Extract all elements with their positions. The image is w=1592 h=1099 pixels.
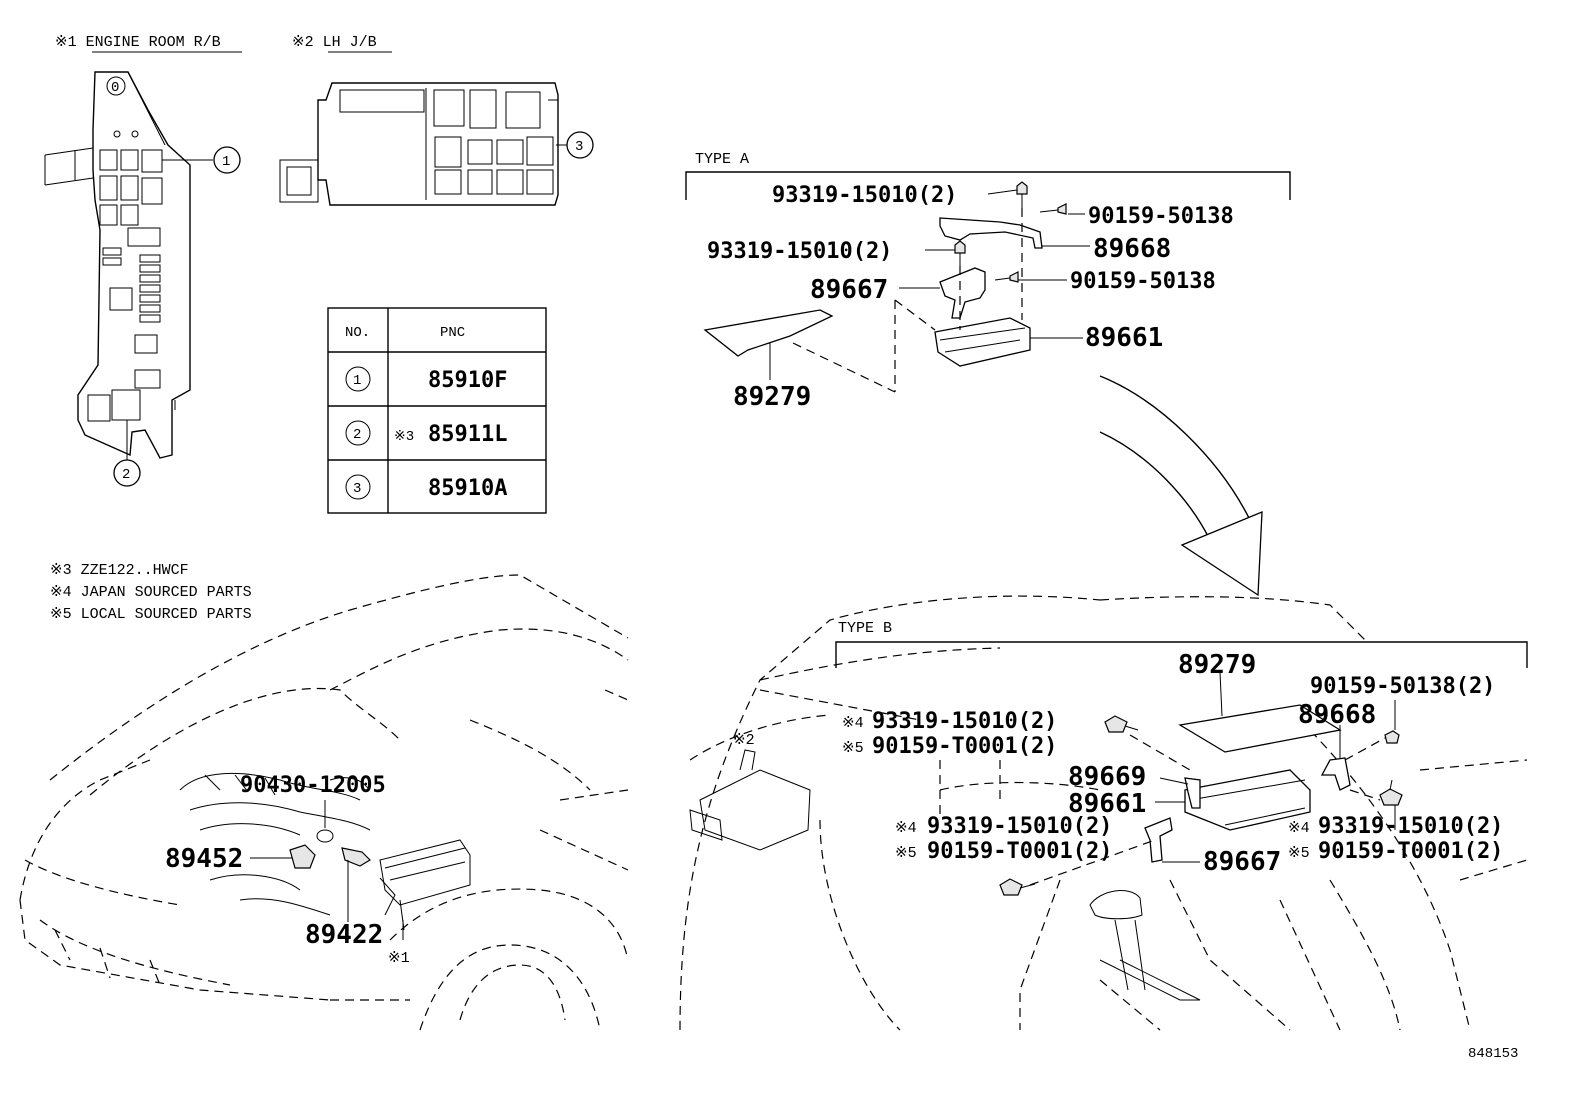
engine-room-relay-block: 0 1 2	[44, 71, 241, 487]
callout-1: 1	[222, 154, 230, 170]
type-b-part-93319-right: 93319-15010(2)	[1318, 814, 1503, 839]
table-row-1-no: 1	[353, 373, 361, 389]
pnc-table: NO. PNC 1 85910F 2 ※3 85911L 3 85910A	[327, 307, 547, 514]
type-b-prefix-4-right: ※4	[1288, 820, 1310, 837]
engine-room-view: 90430-12005 89452 89422 ※1	[19, 574, 629, 1031]
table-row-2-pnc: 85911L	[428, 422, 507, 447]
footnote-lh-jb: ※2 LH J/B	[292, 34, 377, 51]
type-b-part-90159-t0001-mid: 90159-T0001(2)	[927, 839, 1112, 864]
type-a-part-90159-upper: 90159-50138	[1088, 204, 1234, 229]
footnote-japan-sourced: ※4 JAPAN SOURCED PARTS	[50, 584, 252, 601]
curved-arrow-icon	[1099, 375, 1263, 597]
table-row-3-no: 3	[353, 481, 361, 497]
type-b-label: TYPE B	[838, 620, 892, 637]
callout-3: 3	[575, 139, 583, 155]
engine-part-90430-12005: 90430-12005	[240, 773, 386, 798]
lh-junction-block: 3	[279, 82, 594, 206]
type-a-part-89668: 89668	[1093, 234, 1171, 264]
type-a-section: TYPE A 93319-15010(2) 90159-5013	[685, 151, 1291, 412]
type-a-part-89667: 89667	[810, 275, 888, 305]
type-b-part-89669: 89669	[1068, 762, 1146, 792]
type-b-part-93319-upper: 93319-15010(2)	[872, 709, 1057, 734]
engine-relay-block-mark: ※1	[388, 950, 410, 967]
figure-id: 848153	[1468, 1046, 1518, 1062]
table-row-2-no: 2	[353, 427, 361, 443]
type-a-part-89661: 89661	[1085, 323, 1163, 353]
type-b-part-89667: 89667	[1203, 847, 1281, 877]
engine-part-89422: 89422	[305, 920, 383, 950]
type-b-prefix-5-right: ※5	[1288, 845, 1310, 862]
type-b-part-89279: 89279	[1178, 650, 1256, 680]
type-b-part-90159-t0001-upper: 90159-T0001(2)	[872, 734, 1057, 759]
footnote-zze122: ※3 ZZE122..HWCF	[50, 562, 189, 579]
footnote-local-sourced: ※5 LOCAL SOURCED PARTS	[50, 606, 252, 623]
type-b-part-89661: 89661	[1068, 789, 1146, 819]
type-a-part-90159-lower: 90159-50138	[1070, 269, 1216, 294]
table-header-pnc: PNC	[440, 325, 465, 341]
type-b-section: TYPE B ※2	[679, 595, 1528, 1031]
callout-2: 2	[122, 467, 130, 483]
type-b-prefix-5-mid: ※5	[895, 845, 917, 862]
engine-part-89452: 89452	[165, 844, 243, 874]
relay-block-zero-mark: 0	[111, 80, 119, 96]
table-row-1-pnc: 85910F	[428, 368, 507, 393]
type-b-prefix-4-upper: ※4	[842, 715, 864, 732]
table-header-no: NO.	[345, 325, 370, 341]
type-a-part-93319-lower: 93319-15010(2)	[707, 239, 892, 264]
type-b-prefix-4-mid: ※4	[895, 820, 917, 837]
table-row-2-prefix: ※3	[394, 429, 414, 445]
type-a-part-89279: 89279	[733, 382, 811, 412]
type-a-label: TYPE A	[695, 151, 749, 168]
footnote-engine-room-rb: ※1 ENGINE ROOM R/B	[55, 34, 221, 51]
type-b-part-93319-mid: 93319-15010(2)	[927, 814, 1112, 839]
type-b-lh-jb-mark: ※2	[733, 732, 755, 749]
table-row-3-pnc: 85910A	[428, 476, 507, 501]
type-a-part-93319-upper: 93319-15010(2)	[772, 183, 957, 208]
type-b-part-90159-t0001-right: 90159-T0001(2)	[1318, 839, 1503, 864]
type-b-part-89668: 89668	[1298, 700, 1376, 730]
type-b-prefix-5-upper: ※5	[842, 740, 864, 757]
type-b-part-90159-50138: 90159-50138(2)	[1310, 674, 1495, 699]
